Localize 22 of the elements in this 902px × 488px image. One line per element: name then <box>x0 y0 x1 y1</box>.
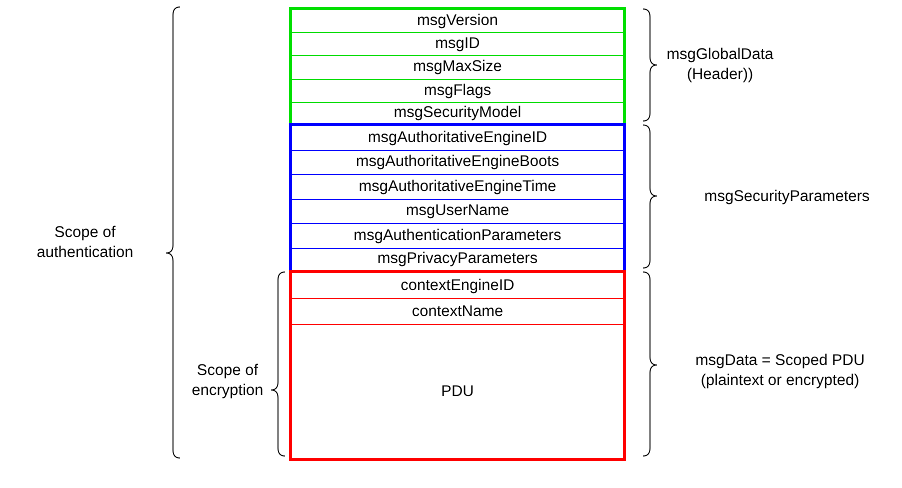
field-name: msgAuthoritativeEngineID <box>368 128 548 147</box>
field-name: msgID <box>435 35 480 54</box>
field-group-box <box>289 7 626 126</box>
field-name: contextName <box>412 302 504 320</box>
field-name: msgVersion <box>417 12 498 30</box>
brace-label: Scope of encryption <box>190 361 264 401</box>
field-name: msgAuthenticationParameters <box>354 226 562 245</box>
field-name: msgSecurityModel <box>394 104 522 122</box>
field-name: contextEngineID <box>400 276 514 294</box>
field-name: msgAuthoritativeEngineBoots <box>356 153 560 172</box>
field-group-box <box>289 270 626 461</box>
field-name: msgUserName <box>406 202 510 220</box>
field-name: msgPrivacyParameters <box>377 250 538 268</box>
brace-label: msgGlobalData (Header)) <box>666 45 774 85</box>
field-group-box <box>289 123 626 273</box>
field-name: msgFlags <box>424 82 492 100</box>
field-name: msgMaxSize <box>413 58 502 76</box>
brace-label: msgData = Scoped PDU (plaintext or encrypted) <box>694 351 866 391</box>
brace-label: Scope of authentication <box>36 223 134 263</box>
brace-label: msgSecurityParameters <box>703 187 871 207</box>
field-name: msgAuthoritativeEngineTime <box>358 178 556 196</box>
field-name: PDU <box>441 382 474 400</box>
